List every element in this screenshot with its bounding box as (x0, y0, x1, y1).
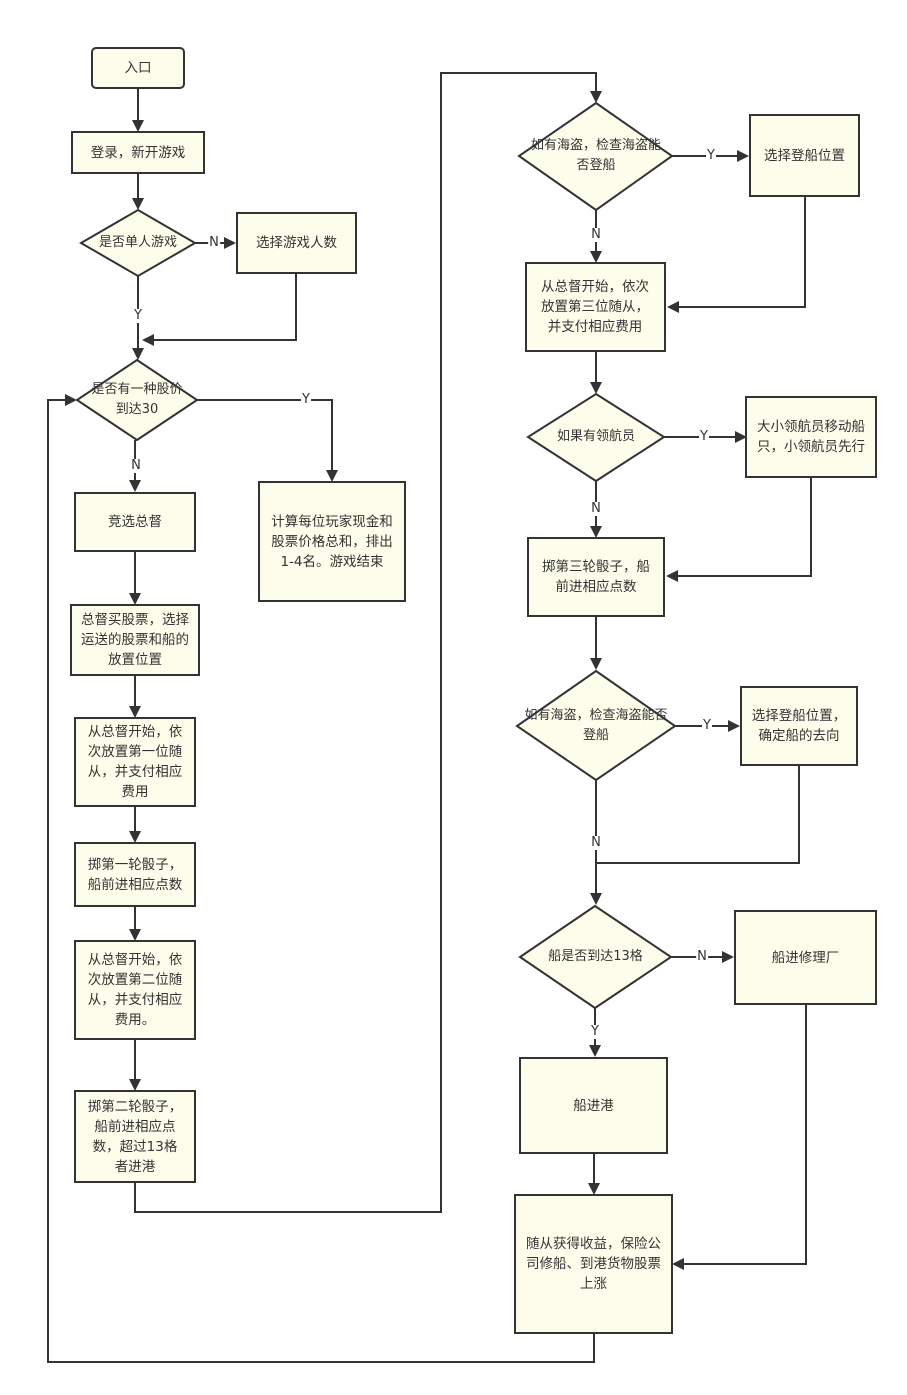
label-roll-first: 掷第一轮骰子，船前进相应点数 (87, 856, 183, 893)
edge-label-single-yes: Y (133, 308, 143, 323)
label-game-end: 计算每位玩家现金和股票价格总和，排出1-4名。游戏结束 (271, 513, 393, 570)
edge-stock-end (197, 399, 333, 472)
edge-choose-merge (150, 273, 297, 341)
arrowhead (590, 526, 602, 538)
node-entry[interactable] (91, 47, 185, 89)
arrowhead (667, 301, 679, 313)
label-stock-30: 是否有一种股价到达30 (91, 382, 183, 417)
node-game-end[interactable] (258, 481, 406, 602)
edge-move-roll3 (676, 477, 812, 577)
edge-label-pirate1-no: N (590, 227, 602, 242)
arrowhead (590, 658, 602, 670)
label-reach-13: 船是否到达13格 (548, 949, 643, 964)
edge-label-reach-no: N (696, 949, 708, 964)
edge-label-pirate1-yes: Y (706, 148, 716, 163)
arrowhead (589, 1045, 601, 1057)
label-buy-stock: 总督买股票，选择运送的股票和船的放置位置 (81, 612, 189, 668)
label-login: 登录，新开游戏 (90, 144, 186, 161)
arrowhead (326, 470, 338, 482)
label-roll-second: 掷第二轮骰子，船前进相应点数，超过13格者进港 (87, 1098, 183, 1175)
label-payout: 随从获得收益，保险公司修船、到港货物股票上涨 (526, 1236, 661, 1292)
node-place-first[interactable] (74, 717, 196, 807)
arrowhead (666, 570, 678, 582)
label-pilot-move: 大小领航员移动船只，小领航员先行 (757, 419, 865, 455)
label-place-second: 从总督开始，依次放置第二位随从，并支付相应费用。 (87, 952, 183, 1028)
arrowhead (735, 431, 747, 443)
arrowhead (142, 334, 154, 346)
arrowhead (132, 198, 144, 210)
arrowhead (590, 91, 602, 103)
label-place-third: 从总督开始，依次放置第三位随从，并支付相应费用 (541, 279, 649, 335)
node-repair[interactable] (734, 910, 877, 1005)
label-pilot-check: 如果有领航员 (556, 429, 635, 444)
label-choose-boarding-2: 选择登船位置，确定船的去向 (751, 708, 847, 744)
edge-label-pilot-no: N (590, 501, 602, 516)
edge-board2-merge (596, 765, 800, 864)
node-harbor[interactable] (519, 1057, 668, 1154)
arrowhead (590, 893, 602, 905)
node-login[interactable] (71, 131, 205, 174)
node-choose-players[interactable] (236, 212, 357, 274)
arrowhead (224, 237, 236, 249)
node-single-player[interactable] (79, 208, 197, 278)
edge-label-single-no: N (208, 235, 220, 250)
arrowhead (588, 1183, 600, 1195)
label-repair: 船进修理厂 (771, 949, 840, 966)
label-choose-boarding-1: 选择登船位置 (764, 147, 845, 164)
edge-label-pirate2-yes: Y (702, 718, 712, 733)
node-pilot-check[interactable] (526, 392, 666, 483)
node-choose-boarding-1[interactable] (749, 114, 860, 197)
arrowhead (590, 251, 602, 263)
node-place-second[interactable] (74, 940, 196, 1040)
node-roll-third[interactable] (527, 537, 665, 617)
label-choose-players: 选择游戏人数 (256, 235, 337, 251)
arrowhead (672, 1258, 684, 1270)
edge-repair-payout (681, 1004, 807, 1265)
edge-label-stock-yes: Y (301, 392, 311, 407)
arrowhead (722, 951, 734, 963)
edge-label-pirate2-no: N (590, 835, 602, 850)
arrowhead (737, 150, 749, 162)
node-payout[interactable] (514, 1194, 673, 1334)
arrowhead (728, 720, 740, 732)
node-pirate-check-1[interactable] (517, 101, 674, 212)
node-roll-second[interactable] (74, 1090, 196, 1183)
arrowhead (129, 480, 141, 492)
label-pirate-check-1: 如有海盗，检查海盗能否登船 (530, 138, 661, 173)
edge-roll2-pirate1 (134, 72, 597, 1213)
arrowhead (65, 394, 77, 406)
edge-label-pilot-yes: Y (699, 429, 709, 444)
label-place-first: 从总督开始，依次放置第一位随从，并支付相应费用 (87, 724, 183, 800)
arrowhead (129, 831, 141, 843)
label-pirate-check-2: 如有海盗，检查海盗能否登船 (524, 708, 668, 743)
arrowhead (129, 1079, 141, 1091)
node-pilot-move[interactable] (745, 396, 877, 478)
node-choose-boarding-2[interactable] (740, 686, 858, 766)
label-entry: 入口 (124, 60, 152, 76)
edge-label-reach-yes: Y (590, 1024, 600, 1039)
arrowhead (129, 929, 141, 941)
edge-label-stock-no: N (130, 458, 142, 473)
label-roll-third: 掷第三轮骰子，船前进相应点数 (542, 559, 650, 595)
edge-board1-place3 (678, 196, 806, 308)
node-buy-stock[interactable] (70, 604, 200, 676)
edge-payout-loop (47, 399, 595, 1363)
arrowhead (129, 593, 141, 605)
node-stock-30[interactable] (75, 358, 199, 442)
node-elect[interactable] (74, 492, 196, 552)
arrowhead (590, 382, 602, 394)
arrowhead (129, 706, 141, 718)
node-place-third[interactable] (525, 262, 666, 352)
node-roll-first[interactable] (74, 842, 196, 907)
label-single-player: 是否单人游戏 (98, 235, 177, 250)
node-reach-13[interactable] (518, 904, 673, 1010)
arrowhead (132, 120, 144, 132)
label-elect: 竞选总督 (108, 514, 162, 530)
node-pirate-check-2[interactable] (515, 669, 677, 782)
label-harbor: 船进港 (573, 1097, 614, 1114)
arrowhead (132, 348, 144, 360)
nodes (70, 47, 877, 1334)
